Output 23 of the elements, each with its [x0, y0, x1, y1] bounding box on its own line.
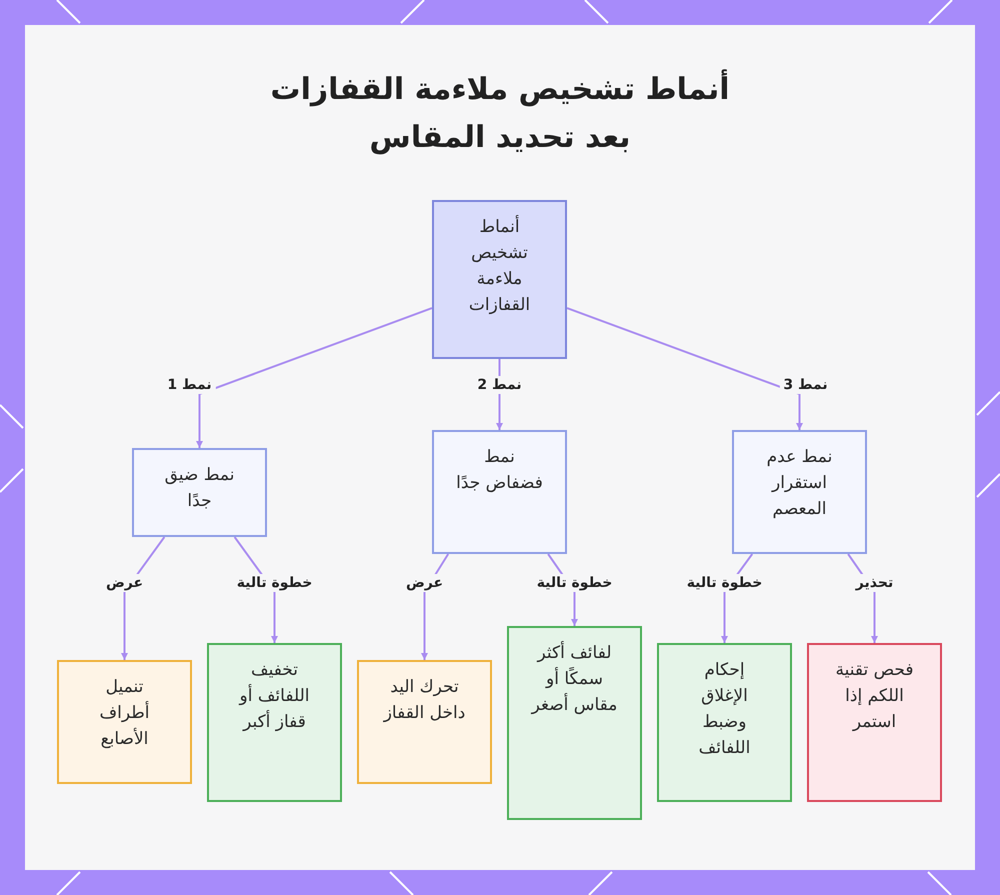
- process-box: [132, 448, 267, 537]
- process-box: [357, 660, 492, 784]
- box-label: لفائف أكثر سمكًا أو مقاس أصغر: [530, 640, 618, 717]
- process-box: [432, 430, 567, 554]
- box-label: نمط عدم استقرار المعصم: [766, 446, 834, 521]
- process-box: [432, 200, 567, 359]
- process-box: [57, 660, 192, 784]
- box-label: إحكام الإغلاق وضبط اللفائف: [698, 659, 752, 760]
- box-label: أنماط تشخيص ملاءمة القفازات: [468, 214, 532, 317]
- process-box: [507, 626, 642, 820]
- box-label: تخفيف اللفائف أو قفاز أكبر: [238, 659, 310, 734]
- box-label: تحرك اليد داخل القفاز: [382, 676, 466, 725]
- connector-arrow: [566, 307, 803, 430]
- process-box: [732, 430, 867, 554]
- process-box: [807, 643, 942, 802]
- process-box: [207, 643, 342, 802]
- box-label: نمط فضفاض جدًا: [455, 446, 544, 495]
- box-label: فحص تقنية اللكم إذا استمر: [834, 659, 915, 734]
- process-box: [657, 643, 792, 802]
- box-label: تنميل أطراف الأصابع: [98, 676, 150, 751]
- box-label: نمط ضيق جدًا: [164, 464, 236, 513]
- diagram-title: أنماط تشخيص ملاءمة القفازات بعد تحديد المقاس: [250, 66, 750, 162]
- connector-arrow: [196, 307, 432, 448]
